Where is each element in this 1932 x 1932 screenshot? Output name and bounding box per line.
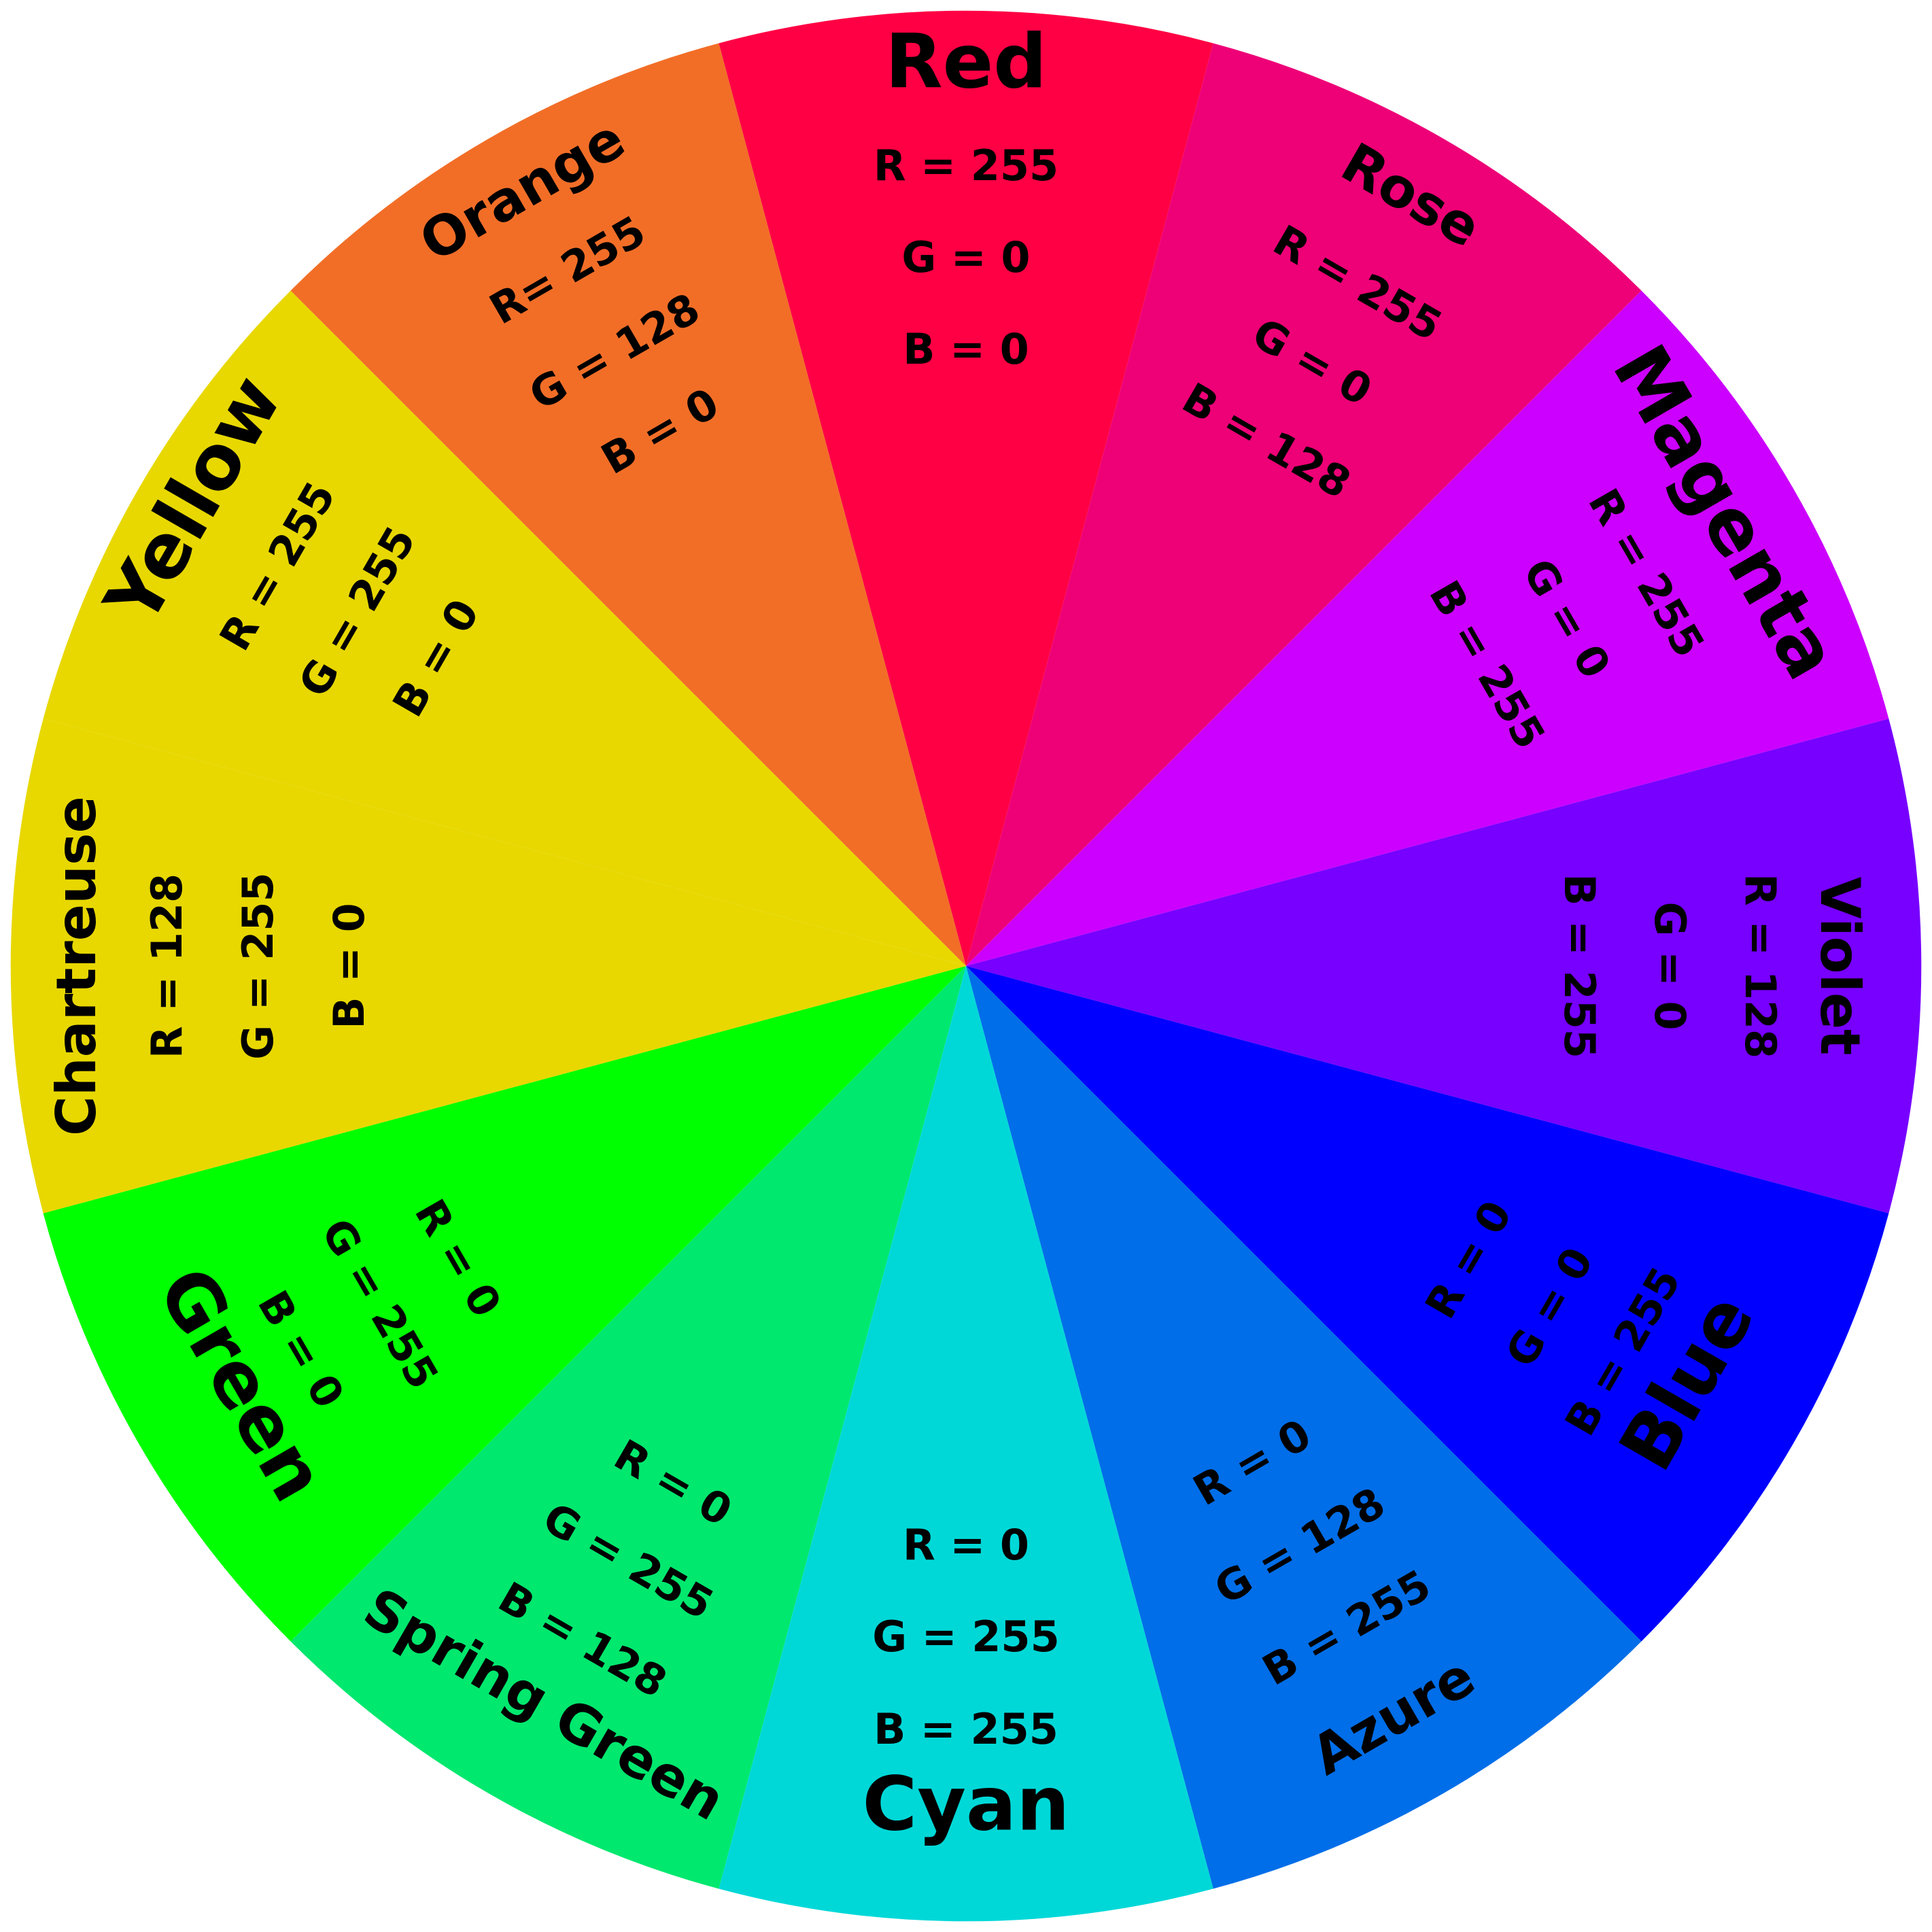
wedge-rose xyxy=(966,43,1642,967)
label-chartreuse: Chartreuse xyxy=(45,796,108,1136)
label-cyan: Cyan xyxy=(863,1760,1070,1847)
value-red-g: G = 0 xyxy=(901,232,1030,282)
segment-cyan: Cyan R = 0 G = 255 B = 255 xyxy=(719,966,1213,1922)
wedge-spring-green xyxy=(290,966,966,1889)
wedge-orange xyxy=(290,43,966,967)
wedge-blue xyxy=(966,966,1889,1642)
wedge-yellow xyxy=(43,290,967,966)
segment-rose: Rose R = 255 G = 0 B = 128 xyxy=(966,43,1642,967)
wedge-magenta xyxy=(966,290,1889,966)
value-chartreuse-r: R = 128 xyxy=(142,874,192,1058)
value-red-r: R = 255 xyxy=(874,141,1058,190)
value-chartreuse-g: G = 255 xyxy=(233,872,283,1059)
value-violet-g: G = 0 xyxy=(1645,901,1695,1030)
segment-orange: Orange R= 255 G = 128 B = 0 xyxy=(290,43,966,967)
value-violet-b: B = 255 xyxy=(1555,874,1604,1058)
value-violet-r: R = 128 xyxy=(1736,874,1785,1058)
segment-chartreuse: Chartreuse R = 128 G = 255 B = 0 xyxy=(10,719,966,1213)
value-cyan-b: B = 255 xyxy=(874,1704,1058,1754)
value-cyan-r: R = 0 xyxy=(903,1520,1029,1570)
wedge-cyan xyxy=(719,966,1213,1922)
wedge-azure xyxy=(966,966,1642,1889)
label-violet: Violet xyxy=(1808,877,1871,1056)
wedge-violet xyxy=(966,719,1922,1213)
segment-red: Red R = 255 G = 0 B = 0 xyxy=(719,10,1213,967)
label-red: Red xyxy=(885,18,1047,105)
wedge-red xyxy=(719,10,1213,967)
wedge-green xyxy=(43,966,967,1642)
segment-violet: Violet R = 128 G = 0 B = 255 xyxy=(966,719,1922,1213)
segment-green: Green R = 0 G = 255 B = 0 xyxy=(43,966,967,1642)
segment-blue: Blue R = 0 G = 0 B = 255 xyxy=(966,966,1889,1642)
value-red-b: B = 0 xyxy=(903,324,1029,374)
wedge-chartreuse xyxy=(10,719,966,1213)
value-cyan-g: G = 255 xyxy=(872,1612,1059,1661)
value-chartreuse-b: B = 0 xyxy=(324,903,374,1029)
segment-azure: Azure R = 0 G = 128 B = 255 xyxy=(966,966,1642,1889)
